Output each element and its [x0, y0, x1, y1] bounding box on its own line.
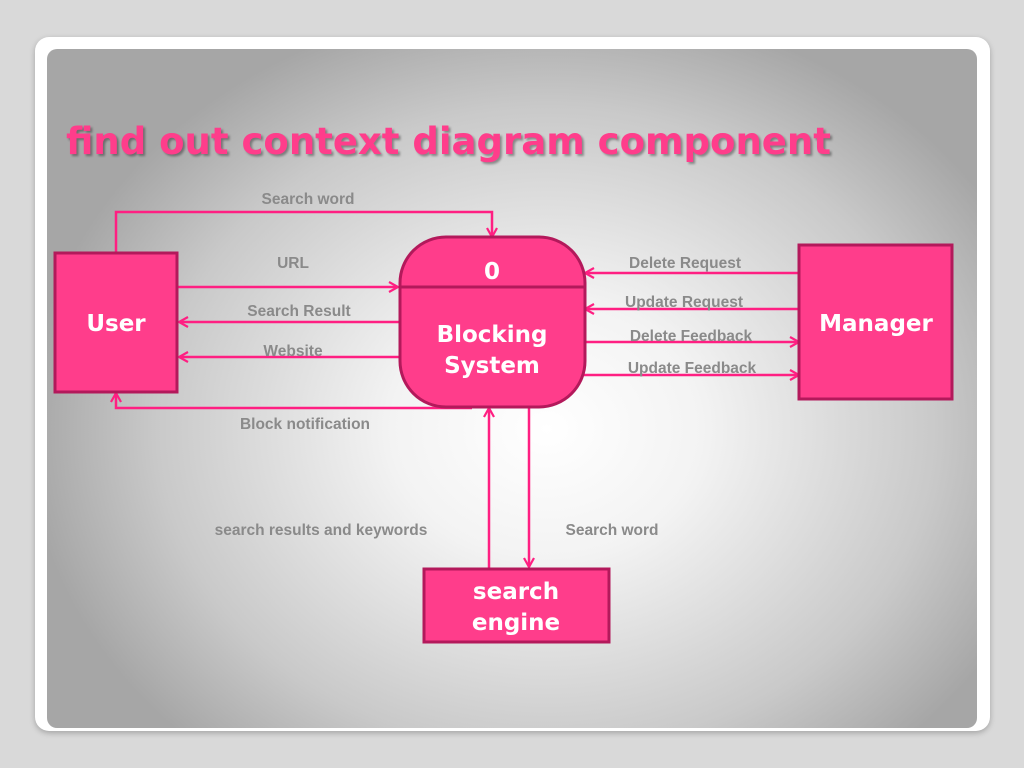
flow-search-word-top-arrow: [114, 210, 492, 253]
process-name-line1: Blocking: [437, 322, 548, 348]
entity-manager: Manager: [797, 243, 954, 401]
label-search-word-bottom: Search word: [565, 522, 658, 539]
label-website: Website: [263, 343, 323, 360]
entity-user-label: User: [86, 311, 146, 337]
process-number: 0: [484, 259, 500, 285]
process-blocking-system: 0 Blocking System: [398, 235, 587, 409]
label-delete-feedback: Delete Feedback: [630, 328, 753, 345]
label-search-result: Search Result: [247, 303, 350, 320]
label-block-notification: Block notification: [240, 416, 370, 433]
label-update-request: Update Request: [625, 294, 743, 311]
label-search-results-keywords: search results and keywords: [215, 522, 428, 539]
slide-title: find out context diagram component: [66, 120, 831, 163]
process-name-line2: System: [444, 353, 540, 379]
entity-search-engine: search engine: [422, 567, 611, 644]
label-update-feedback: Update Feedback: [628, 360, 757, 377]
entity-search-engine-label-line2: engine: [472, 610, 560, 636]
entity-search-engine-label-line1: search: [473, 579, 559, 605]
flow-block-notification-arrow: [116, 393, 472, 410]
label-search-word-top: Search word: [261, 191, 354, 208]
label-url: URL: [277, 255, 309, 272]
entity-manager-label: Manager: [819, 311, 933, 337]
label-delete-request: Delete Request: [629, 255, 741, 272]
entity-user: User: [53, 251, 179, 394]
